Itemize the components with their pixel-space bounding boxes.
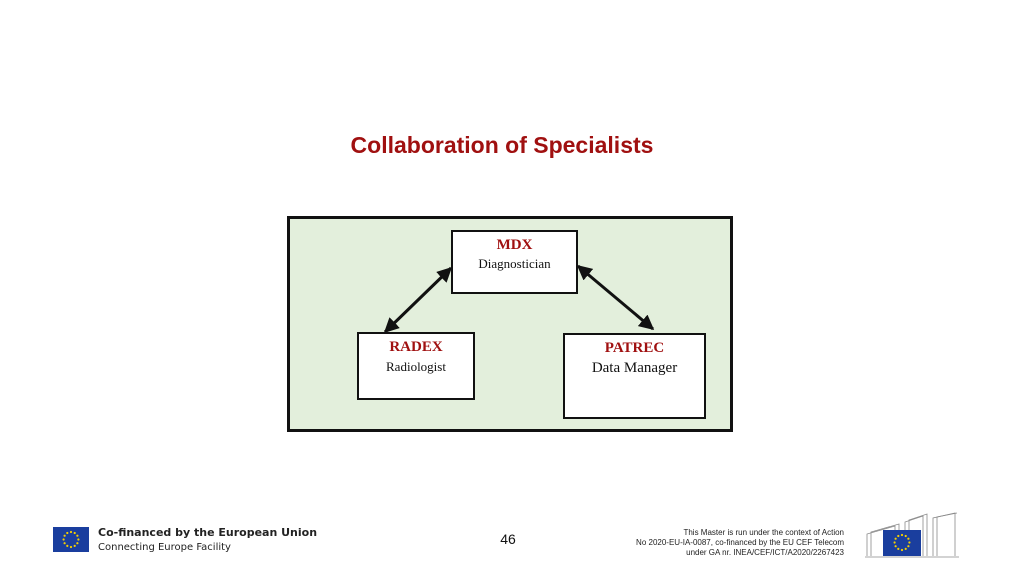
diagram-panel: MDX Diagnostician RADEX Radiologist PATR… — [287, 216, 733, 432]
node-radex: RADEX Radiologist — [357, 332, 475, 400]
node-radex-code: RADEX — [389, 339, 443, 355]
node-radex-role: Radiologist — [386, 359, 446, 374]
node-mdx-role: Diagnostician — [478, 256, 551, 271]
cofinance-line1: Co-financed by the European Union — [98, 526, 318, 539]
node-patrec-code: PATREC — [604, 340, 665, 356]
node-patrec: PATREC Data Manager — [563, 333, 706, 419]
eu-flag-icon — [53, 527, 89, 552]
arrow-mdx-patrec — [576, 264, 655, 331]
action-note-line2: No 2020-EU-IA-0087, co-financed by the E… — [636, 538, 844, 547]
diagram-arrows — [383, 264, 655, 334]
european-commission-logo — [865, 512, 959, 558]
cofinance-line2: Connecting Europe Facility — [98, 542, 231, 553]
node-mdx: MDX Diagnostician — [451, 230, 578, 294]
page-number: 46 — [500, 531, 516, 547]
arrow-mdx-radex — [383, 266, 453, 334]
cofinance-label: Co-financed by the European Union Connec… — [98, 526, 317, 553]
slide-title: Collaboration of Specialists — [350, 132, 654, 158]
node-mdx-code: MDX — [496, 237, 533, 253]
action-note: This Master is run under the context of … — [584, 528, 844, 558]
action-note-line1: This Master is run under the context of … — [683, 528, 844, 537]
node-patrec-role: Data Manager — [591, 360, 678, 376]
action-note-line3: under GA nr. INEA/CEF/ICT/A2020/2267423 — [686, 548, 844, 557]
